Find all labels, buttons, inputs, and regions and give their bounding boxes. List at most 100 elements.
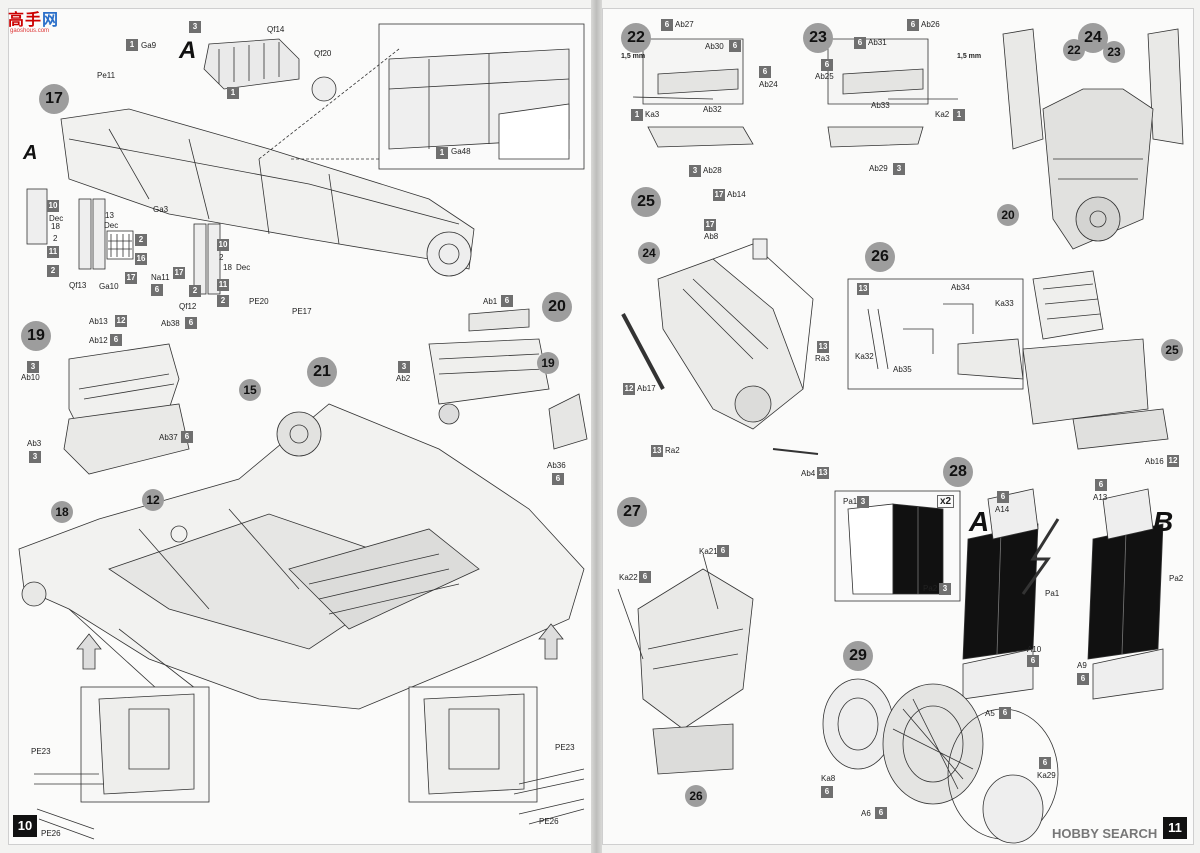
label-ab12: Ab12 xyxy=(89,336,108,345)
sprue-badge: 13 xyxy=(651,445,663,457)
sprue-badge: 3 xyxy=(893,163,905,175)
measurement-1-5mm: 1,5 mm xyxy=(621,53,646,60)
sprue-badge: 6 xyxy=(821,786,833,798)
step-number-26: 26 xyxy=(865,242,895,272)
label-pa1: Pa1 xyxy=(1045,589,1060,598)
label-ab2: Ab2 xyxy=(396,374,411,383)
sprue-badge: 6 xyxy=(907,19,919,31)
sprue-badge: 1 xyxy=(631,109,643,121)
label-ab14: Ab14 xyxy=(727,190,746,199)
label-ka29: Ka29 xyxy=(1037,771,1056,780)
sprue-badge: 6 xyxy=(759,66,771,78)
callout-letter-a: A xyxy=(23,142,38,164)
sprue-badge: 2 xyxy=(189,285,201,297)
instruction-page-left: Ga9 1 3 Qf14 Qf20 1 A Pe11 1 Ga48 17 A G… xyxy=(8,8,593,845)
sprue-badge: 10 xyxy=(47,200,59,212)
sprue-badge: 6 xyxy=(501,295,513,307)
sprue-badge: 17 xyxy=(713,189,725,201)
left-page-line-art xyxy=(18,23,588,840)
decal-number: 18 xyxy=(223,263,232,272)
sprue-badge: 10 xyxy=(217,239,229,251)
label-ab38: Ab38 xyxy=(161,319,180,328)
sprue-badge: 6 xyxy=(717,545,729,557)
page-number: 10 xyxy=(13,815,37,837)
sprue-badge: 1 xyxy=(126,39,138,51)
watermark-logo: 高手网 xyxy=(8,12,60,29)
sprue-badge: 6 xyxy=(1095,479,1107,491)
label-a5: A5 xyxy=(985,709,995,718)
label-ab17: Ab17 xyxy=(637,384,656,393)
step-number-21: 21 xyxy=(307,357,337,387)
label-ka2: Ka2 xyxy=(935,110,950,119)
step-ref-20: 20 xyxy=(997,204,1019,226)
label-ab29: Ab29 xyxy=(869,164,888,173)
sprue-badge: 3 xyxy=(857,496,869,508)
step-number-23: 23 xyxy=(803,23,833,53)
sprue-badge: 3 xyxy=(29,451,41,463)
sprue-badge: 1 xyxy=(436,147,448,159)
sprue-badge: 17 xyxy=(704,219,716,231)
decal-number: 18 xyxy=(51,222,60,231)
sprue-badge: 6 xyxy=(1077,673,1089,685)
step-ref-25: 25 xyxy=(1161,339,1183,361)
label-ga3: Ga3 xyxy=(153,205,169,214)
label-a9: A9 xyxy=(1077,661,1087,670)
sprue-badge: 6 xyxy=(181,431,193,443)
label-a14: A14 xyxy=(995,505,1010,514)
label-pe23: PE23 xyxy=(555,743,575,752)
sprue-badge: 11 xyxy=(217,279,229,291)
sprue-badge: 6 xyxy=(1039,757,1051,769)
label-qf13: Qf13 xyxy=(69,281,87,290)
label-ab32: Ab32 xyxy=(703,105,722,114)
step-number-29: 29 xyxy=(843,641,873,671)
sprue-badge: 6 xyxy=(821,59,833,71)
label-ka22: Ka22 xyxy=(619,573,638,582)
sprue-badge: 13 xyxy=(857,283,869,295)
label-ab4: Ab4 xyxy=(801,469,816,478)
sprue-badge: 2 xyxy=(217,295,229,307)
label-ab10: Ab10 xyxy=(21,373,40,382)
sprue-badge: 3 xyxy=(689,165,701,177)
label-a10: A10 xyxy=(1027,645,1042,654)
decal-number: 13 xyxy=(105,211,114,220)
sprue-badge: 17 xyxy=(125,272,137,284)
sprue-badge: 12 xyxy=(115,315,127,327)
label-pe17: PE17 xyxy=(292,307,312,316)
sprue-badge: 3 xyxy=(27,361,39,373)
page-gutter xyxy=(591,0,602,853)
sprue-badge: 6 xyxy=(185,317,197,329)
label-pe11: Pe11 xyxy=(97,71,116,80)
step-ref-22: 22 xyxy=(1063,39,1085,61)
sprue-badge: 2 xyxy=(47,265,59,277)
sprue-badge: 6 xyxy=(997,491,1009,503)
sprue-badge: 1 xyxy=(227,87,239,99)
watermark-url: gaoshous.com xyxy=(10,28,50,34)
label-ka32: Ka32 xyxy=(855,352,874,361)
instruction-page-right: 22 6 Ab27 Ab30 6 1,5 mm 6 Ab24 Ab32 1 Ka… xyxy=(602,8,1194,845)
sprue-badge: 6 xyxy=(639,571,651,583)
label-ab37: Ab37 xyxy=(159,433,178,442)
sprue-badge: 13 xyxy=(817,467,829,479)
label-ab13: Ab13 xyxy=(89,317,108,326)
sprue-badge: 6 xyxy=(661,19,673,31)
label-ka3: Ka3 xyxy=(645,110,660,119)
decal-marker: Dec xyxy=(236,263,251,272)
label-qf14: Qf14 xyxy=(267,25,285,34)
page-number: 11 xyxy=(1163,817,1187,839)
label-ab24: Ab24 xyxy=(759,80,778,89)
label-a6: A6 xyxy=(861,809,871,818)
measurement-1-5mm: 1,5 mm xyxy=(957,53,982,60)
step-number-20: 20 xyxy=(542,292,572,322)
label-pa1: Pa1 xyxy=(843,497,858,506)
label-ka8: Ka8 xyxy=(821,774,836,783)
sprue-badge: 17 xyxy=(173,267,185,279)
label-ab8: Ab8 xyxy=(704,232,719,241)
sprue-badge: 11 xyxy=(47,246,59,258)
sprue-badge: 2 xyxy=(135,234,147,246)
label-ab36: Ab36 xyxy=(547,461,566,470)
step-ref-18: 18 xyxy=(51,501,73,523)
label-ab33: Ab33 xyxy=(871,101,890,110)
step-number-27: 27 xyxy=(617,497,647,527)
label-a13: A13 xyxy=(1093,493,1108,502)
label-ga9: Ga9 xyxy=(141,41,157,50)
